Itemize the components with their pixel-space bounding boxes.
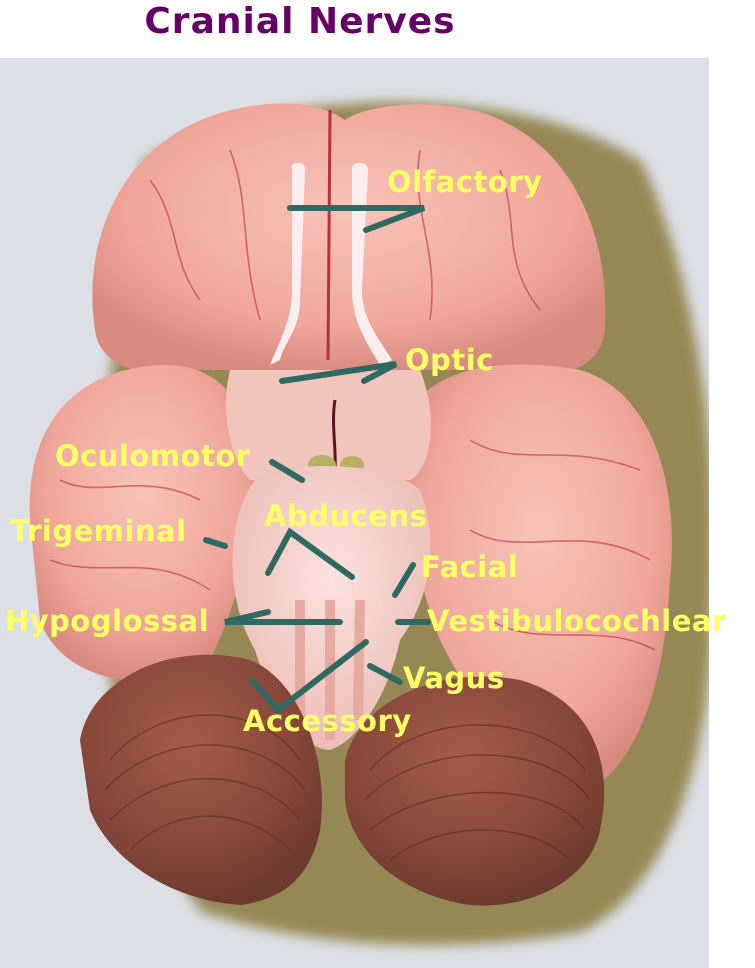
- label-vagus: Vagus: [403, 661, 505, 695]
- label-trigeminal: Trigeminal: [10, 514, 187, 548]
- label-hypoglossal: Hypoglossal: [5, 604, 210, 638]
- label-facial: Facial: [421, 550, 519, 584]
- label-optic: Optic: [405, 343, 494, 377]
- page-title: Cranial Nerves: [144, 1, 456, 42]
- brain-illustration: [0, 58, 709, 968]
- label-olfactory: Olfactory: [387, 165, 543, 199]
- label-abducens: Abducens: [264, 499, 428, 533]
- label-vestibulocochlear: Vestibulocochlear: [427, 604, 727, 638]
- label-accessory: Accessory: [243, 704, 412, 738]
- label-oculomotor: Oculomotor: [55, 439, 251, 473]
